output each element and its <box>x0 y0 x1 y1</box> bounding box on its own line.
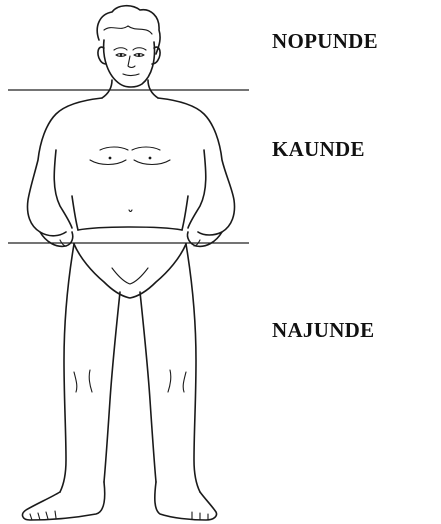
neck <box>102 80 158 98</box>
feet <box>23 482 217 520</box>
pelvis <box>74 227 186 298</box>
head <box>97 6 160 87</box>
torso <box>28 98 235 246</box>
lower-region-label: NAJUNDE <box>272 318 374 343</box>
middle-region-label: KAUNDE <box>272 137 365 162</box>
legs <box>60 244 200 492</box>
upper-region-label: NOPUNDE <box>272 29 378 54</box>
